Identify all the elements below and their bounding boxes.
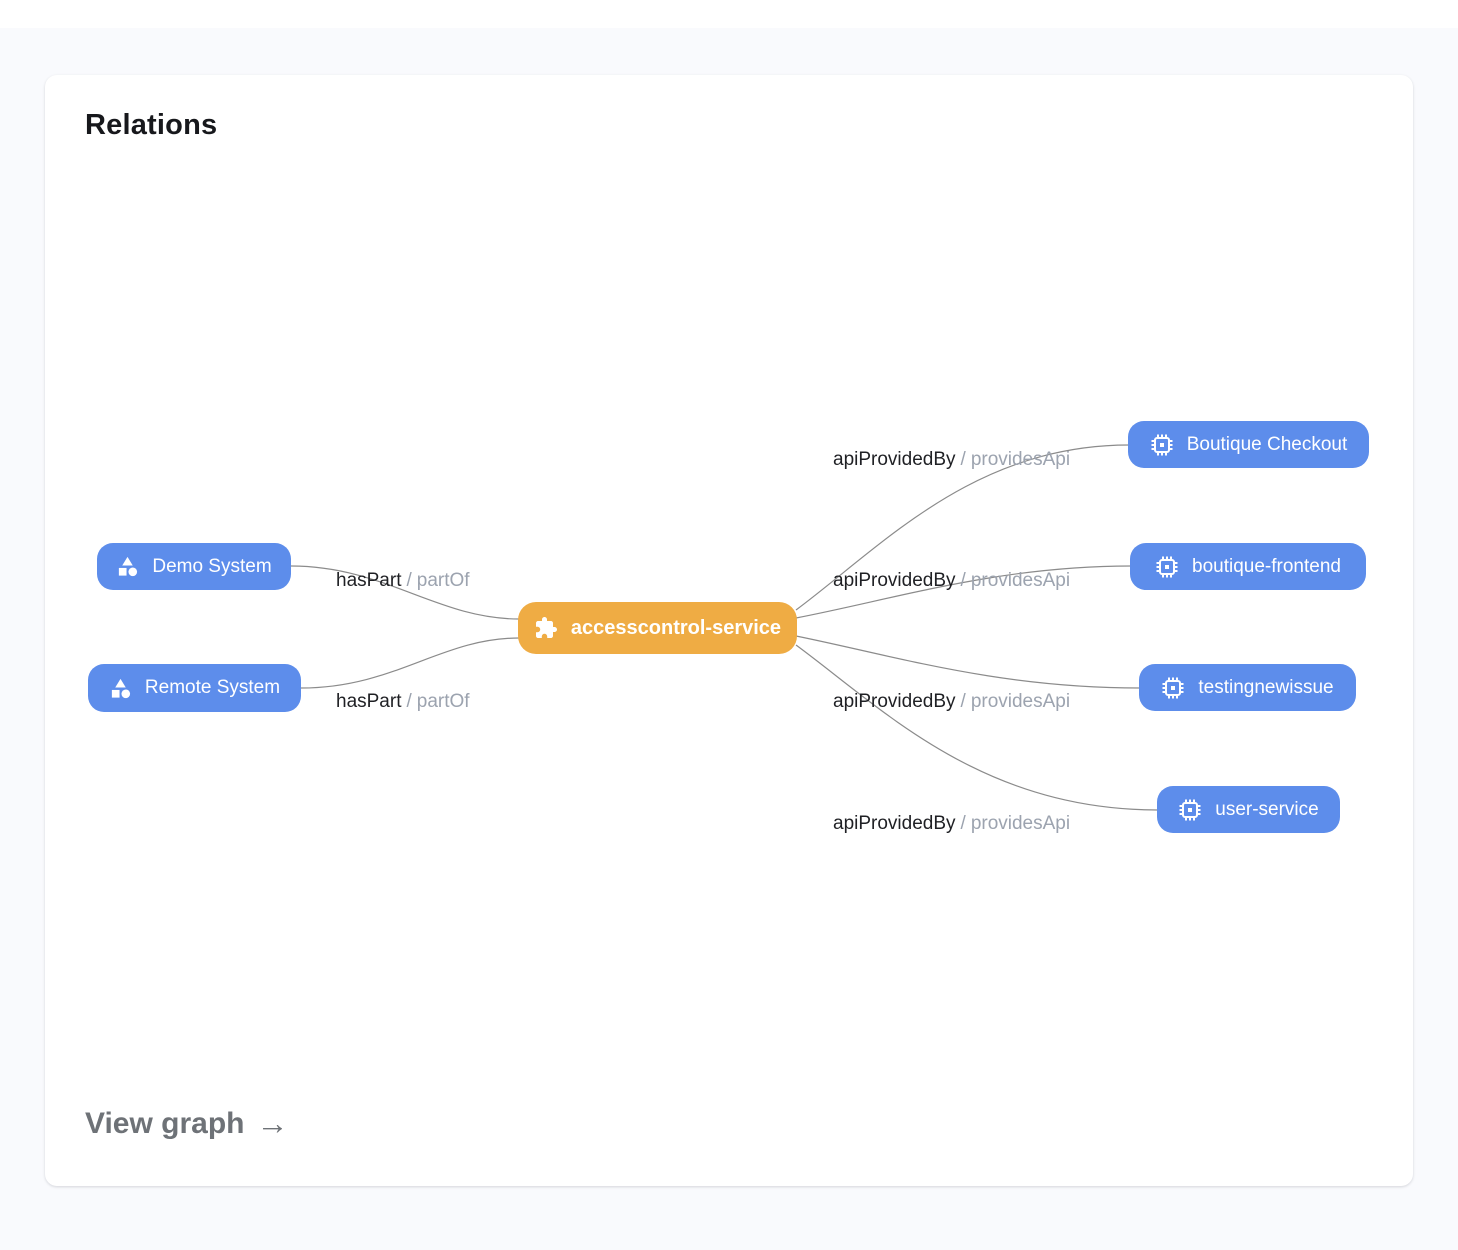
node-label: boutique-frontend	[1192, 555, 1341, 577]
api-chip-icon	[1161, 676, 1185, 700]
node-label: testingnewissue	[1198, 676, 1334, 698]
edge-boutique-frontend	[795, 565, 1132, 619]
node-label: Remote System	[144, 677, 281, 698]
top-strip	[0, 0, 1458, 28]
node-boutique-frontend[interactable]: boutique-frontend	[1130, 543, 1366, 590]
category-shapes-icon	[116, 555, 139, 578]
node-user-service[interactable]: user-service	[1157, 786, 1340, 833]
node-accesscontrol-service[interactable]: accesscontrol-service	[518, 602, 797, 654]
node-label: Demo System	[152, 555, 272, 577]
api-chip-icon	[1178, 798, 1202, 822]
edge-label-apiprovidedby: apiProvidedBy/providesApi	[833, 449, 1071, 470]
node-label: Boutique Checkout	[1186, 433, 1348, 455]
view-graph-link[interactable]: View graph →	[85, 1107, 289, 1141]
puzzle-piece-icon	[534, 616, 558, 640]
edge-label-apiprovidedby: apiProvidedBy/providesApi	[833, 570, 1071, 591]
edge-label-haspart: hasPart/partOf	[336, 570, 470, 591]
relations-card: Relations Demo System Remote System	[45, 75, 1413, 1186]
category-shapes-icon	[109, 677, 132, 700]
api-chip-icon	[1155, 555, 1179, 579]
node-boutique-checkout[interactable]: Boutique Checkout	[1128, 421, 1369, 468]
node-testingnewissue[interactable]: testingnewissue	[1139, 664, 1356, 711]
edge-user-service	[795, 644, 1159, 811]
edge-demo-system	[290, 565, 520, 620]
relation-edges	[290, 444, 1159, 811]
edge-remote-system	[300, 637, 520, 689]
view-graph-label: View graph	[85, 1107, 245, 1140]
edge-boutique-checkout	[795, 444, 1130, 611]
card-title: Relations	[85, 109, 218, 141]
api-chip-icon	[1150, 433, 1174, 457]
edge-label-apiprovidedby: apiProvidedBy/providesApi	[833, 813, 1071, 834]
edge-label-apiprovidedby: apiProvidedBy/providesApi	[833, 691, 1071, 712]
node-label: user-service	[1215, 798, 1319, 820]
node-remote-system[interactable]: Remote System	[88, 664, 301, 712]
arrow-right-icon: →	[256, 1105, 289, 1141]
edge-testingnewissue	[795, 635, 1141, 689]
node-label: accesscontrol-service	[570, 616, 782, 639]
node-demo-system[interactable]: Demo System	[97, 543, 291, 590]
relations-graph: Demo System Remote System accesscontrol-…	[45, 75, 1413, 1186]
edge-label-haspart: hasPart/partOf	[336, 691, 470, 712]
